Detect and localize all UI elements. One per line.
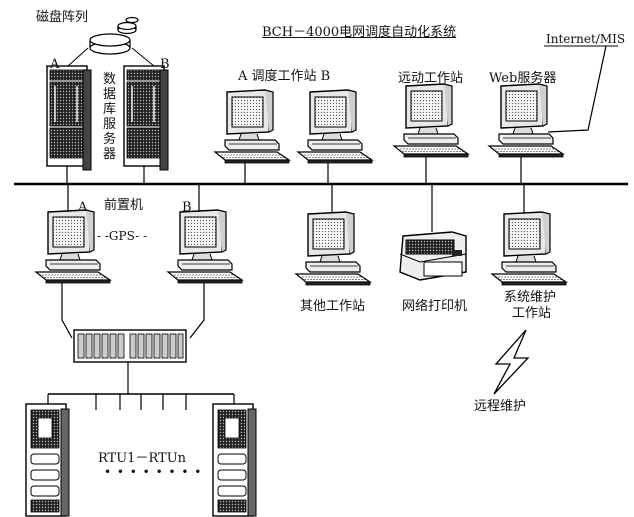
rtu-range-label: RTU1－RTUn [98,451,187,466]
rtu-1-icon [25,403,70,517]
db-server-a-icon [46,65,92,171]
network-printer-icon [399,231,467,281]
front-end-a-label: A [78,200,88,215]
maintenance-workstation-label-1: 系统维护 [504,290,557,305]
system-title: BCH－4000电网调度自动化系统 [262,25,457,40]
front-end-label: 前置机 [104,198,144,213]
front-end-a-icon [35,209,111,284]
db-server-a-label: A [50,57,60,72]
dispatch-workstation-b-icon [297,89,373,164]
db-server-b-icon [123,65,169,171]
gps-label: - -GPS- - [97,229,148,243]
remote-maintenance-label: 远程维护 [474,399,527,414]
other-workstation-label: 其他工作站 [300,299,366,314]
lightning-icon [493,329,530,395]
front-end-b-icon [167,209,243,284]
web-server-icon [488,83,564,158]
channel-switch-icon [73,329,187,363]
network-printer-label: 网络打印机 [402,299,468,314]
rtu-dots: • • • • • • • • [104,465,203,479]
maintenance-workstation-icon [491,211,567,286]
db-server-label: 数据库服务器 [103,72,117,162]
internet-label: Internet/MIS [546,32,626,46]
remote-workstation-icon [393,83,469,158]
other-workstation-icon [295,211,371,286]
web-server-label: Web服务器 [489,71,557,86]
front-end-b-label: B [182,200,192,215]
dispatch-workstation-a-icon [214,89,290,164]
dispatch-workstation-label: A 调度工作站 B [238,69,331,84]
maintenance-workstation-label-2: 工作站 [512,306,552,321]
remote-workstation-label: 远动工作站 [398,71,464,86]
disk-array-icon [89,16,139,55]
rtu-n-icon [212,403,257,517]
db-server-b-label: B [160,57,170,72]
disk-array-label: 磁盘阵列 [36,10,89,25]
internet-link [547,45,607,133]
